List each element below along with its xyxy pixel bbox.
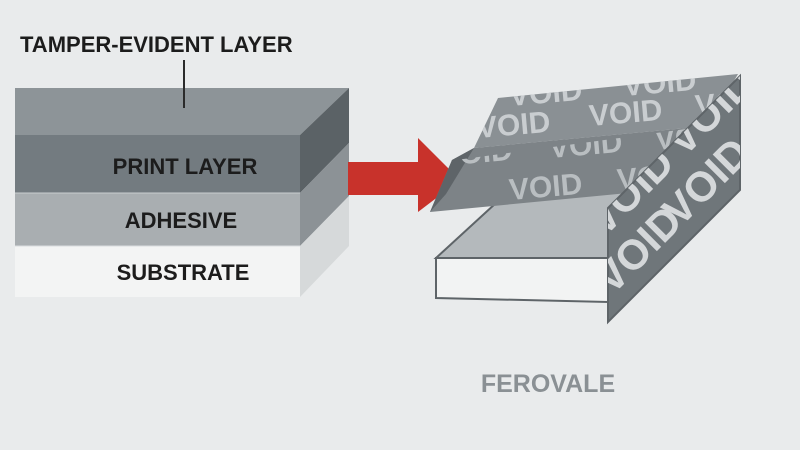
- print-layer: [15, 135, 300, 193]
- tampered-label-block: VOID VOID VOID VOID VOID VOID VOID VOID …: [430, 73, 741, 325]
- void-text: VOID: [476, 106, 552, 145]
- print-layer-side: [300, 88, 349, 193]
- label-tamper-evident: TAMPER-EVIDENT LAYER: [20, 32, 293, 57]
- layer-stack: TAMPER-EVIDENT LAYER PRINT LAYER ADHESIV…: [15, 32, 349, 297]
- label-print-layer: PRINT LAYER: [113, 154, 258, 179]
- block-side-face: [607, 73, 741, 325]
- arrow-right-icon: [348, 138, 460, 212]
- substrate-layer-side: [300, 196, 349, 297]
- substrate-layer: [15, 246, 300, 297]
- brand-wordmark: FEROVALE: [481, 370, 615, 398]
- label-substrate: SUBSTRATE: [117, 260, 250, 285]
- base-slab-front: [435, 257, 609, 304]
- peeled-layer-top: [474, 74, 738, 148]
- label-adhesive: ADHESIVE: [125, 208, 237, 233]
- peeled-layer-edge: [430, 148, 474, 212]
- adhesive-layer-side: [300, 143, 349, 246]
- void-text: VOID: [588, 94, 664, 133]
- adhesive-layer: [15, 193, 300, 246]
- stack-top-face: [15, 88, 349, 135]
